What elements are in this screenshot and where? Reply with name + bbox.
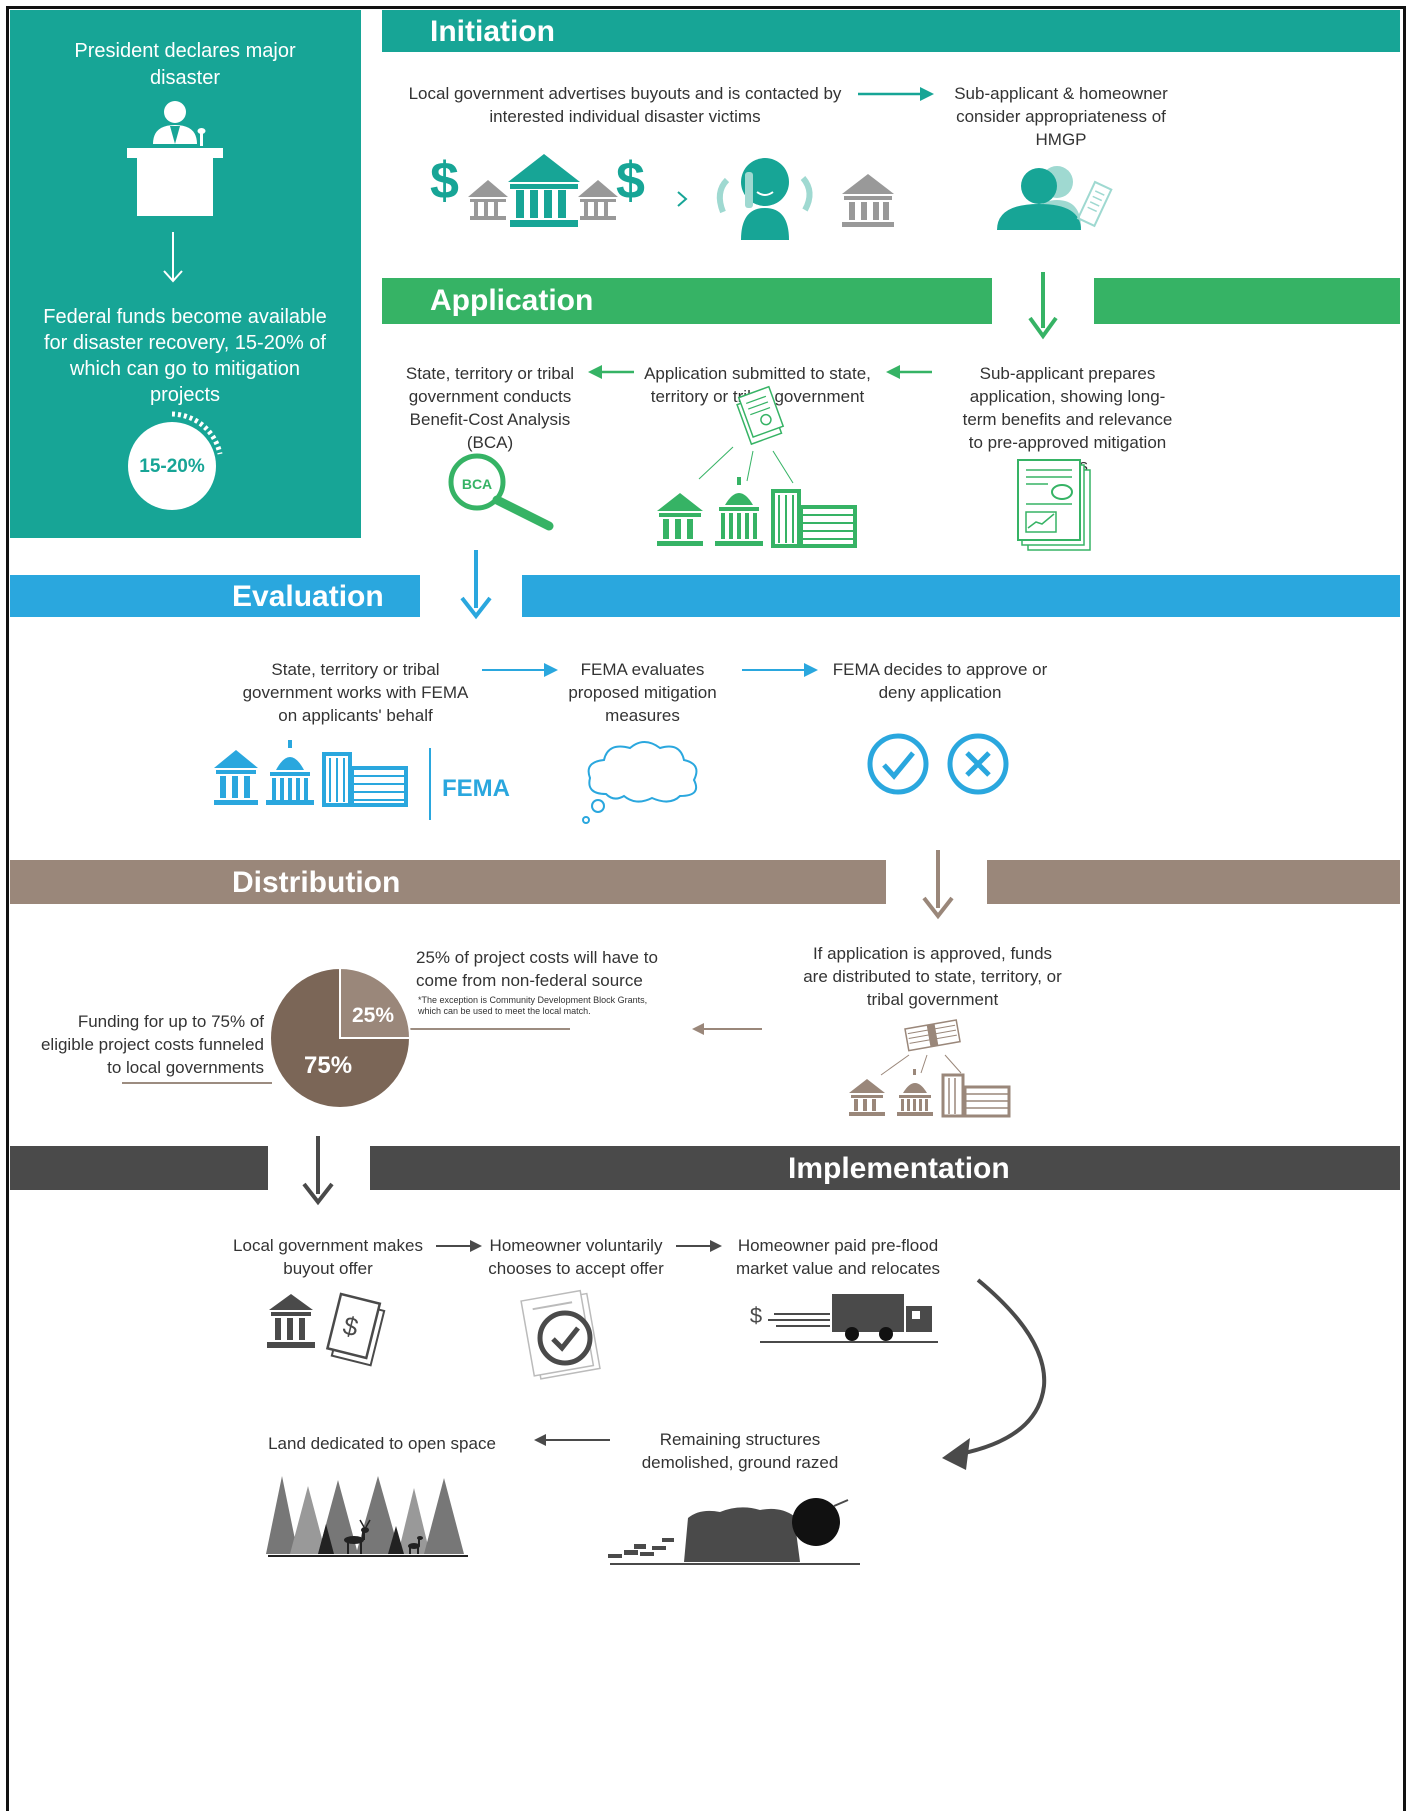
evaluation-step3-text: FEMA decides to approve or deny applicat… [832, 660, 1048, 702]
chevron-right-icon [677, 191, 688, 207]
arrow-down-icon [1028, 272, 1058, 340]
arrow-down-icon [922, 850, 954, 920]
curved-arrow-icon [942, 1278, 1047, 1470]
government-buildings-icon [214, 740, 408, 807]
evaluation-band-left [10, 575, 420, 617]
percent-badge-icon [128, 411, 223, 510]
initiation-band [382, 10, 1400, 52]
president-podium-icon [127, 101, 223, 216]
dollar-sign: $ [749, 1303, 763, 1328]
arrow-down-icon [163, 232, 183, 283]
deny-x-icon [947, 733, 1009, 795]
evaluation-step2-text: FEMA evaluates proposed mitigation measu… [568, 660, 717, 725]
arrow-right-icon [676, 1240, 722, 1252]
arrow-right-icon [482, 663, 558, 677]
implementation-band-right [370, 1146, 1400, 1190]
evaluation-band-right [522, 575, 1400, 617]
distribution-title: Distribution [232, 866, 401, 899]
arrow-right-icon [858, 87, 934, 101]
implementation-step4-text: Remaining structures demolished, ground … [641, 1430, 839, 1472]
evaluation-step1-text: State, territory or tribal government wo… [242, 660, 469, 725]
sidebar-badge-label: 15-20% [139, 456, 205, 477]
svg-text:$: $ [430, 152, 459, 210]
arrow-left-icon [886, 365, 932, 379]
application-band-right [1094, 278, 1400, 324]
thought-cloud-icon [582, 741, 698, 824]
government-building-icon [842, 174, 894, 227]
pie-slice-25 [339, 966, 412, 1039]
divider-line [429, 748, 431, 820]
svg-text:$: $ [616, 152, 645, 210]
homeowner-pair-icon [997, 166, 1113, 230]
implementation-band-left [10, 1146, 268, 1190]
application-step1-text: Sub-applicant prepares application, show… [962, 364, 1173, 475]
application-step3-text: State, territory or tribal government co… [405, 364, 575, 452]
sidebar-declare-text: President declares major disaster [74, 40, 296, 89]
initiation-step1-text: Local government advertises buyouts and … [408, 84, 842, 126]
implementation-step2-text: Homeowner voluntarily chooses to accept … [488, 1236, 664, 1278]
government-network-icon [657, 385, 857, 548]
arrow-left-icon [692, 1023, 762, 1035]
distribution-nonfed-text: 25% of project costs will have to come f… [416, 948, 658, 990]
accept-offer-icon [520, 1289, 601, 1380]
initiation-title: Initiation [430, 15, 555, 48]
implementation-step5-text: Land dedicated to open space [268, 1434, 496, 1453]
arrow-down-icon [460, 550, 492, 620]
pie-label-25: 25% [352, 1004, 395, 1027]
diagram-frame [6, 6, 1406, 1811]
distribution-step1-text: If application is approved, funds are di… [803, 944, 1062, 1009]
initiation-step2-text: Sub-applicant & homeowner consider appro… [954, 84, 1168, 149]
arrow-down-icon [302, 1136, 334, 1206]
magnifier-icon [448, 453, 554, 531]
bank-offer-icon: $ [267, 1292, 386, 1367]
distribution-federal-text: Funding for up to 75% of eligible projec… [40, 1012, 264, 1077]
implementation-step1-text: Local government makes buyout offer [233, 1236, 423, 1278]
application-title: Application [430, 284, 594, 317]
distribution-band-left [10, 860, 886, 904]
moving-truck-icon [760, 1294, 938, 1343]
evaluation-title: Evaluation [232, 580, 384, 613]
application-document-icon [1017, 459, 1091, 551]
application-band-left [382, 278, 992, 324]
demolition-icon [608, 1498, 860, 1565]
arrow-right-icon [742, 663, 818, 677]
fema-label: FEMA [442, 775, 510, 802]
arrow-left-icon [534, 1434, 610, 1446]
federal-leader-line [122, 1082, 272, 1084]
buyout-funds-icon: $ $ [430, 152, 645, 227]
implementation-title: Implementation [788, 1152, 1010, 1185]
distribution-footnote: *The exception is Community Development … [418, 995, 648, 1016]
arrow-left-icon [588, 365, 634, 379]
distribution-band-right [987, 860, 1400, 904]
arrow-right-icon [436, 1240, 482, 1252]
phone-caller-icon [716, 158, 813, 240]
approve-check-icon [867, 733, 929, 795]
funds-network-icon [849, 1019, 1011, 1118]
sidebar-funds-text: Federal funds become available for disas… [43, 306, 327, 406]
pie-label-75: 75% [304, 1052, 353, 1079]
forest-deer-icon [266, 1476, 468, 1557]
implementation-step3-text: Homeowner paid pre-flood market value an… [735, 1236, 941, 1278]
funding-pie-chart [269, 966, 412, 1109]
bca-label: BCA [461, 476, 493, 492]
